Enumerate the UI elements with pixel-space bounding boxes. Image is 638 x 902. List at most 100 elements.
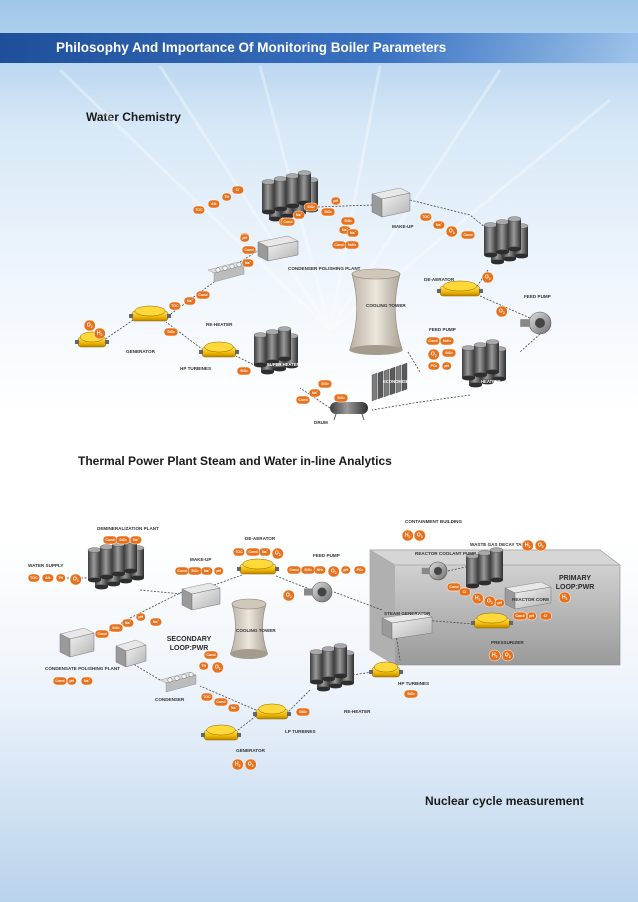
svg-text:Na+: Na+ xyxy=(187,299,194,303)
svg-text:Na+: Na+ xyxy=(204,569,211,573)
d1-label-feed-pump-top: FEED PUMP xyxy=(524,294,551,299)
d2-pressurizer xyxy=(471,612,513,629)
d2-equipment xyxy=(59,538,552,741)
svg-text:pH: pH xyxy=(69,679,74,683)
d2-badge-10: pH xyxy=(213,566,224,576)
d2-badge-19: pH xyxy=(340,565,351,575)
d2-label-make-up: MAKE-UP xyxy=(190,557,211,562)
svg-text:H2: H2 xyxy=(405,533,411,540)
d1-badge-16: pH xyxy=(239,233,250,243)
svg-text:pH: pH xyxy=(343,568,348,572)
svg-text:SiO2: SiO2 xyxy=(324,210,332,214)
svg-text:Cond: Cond xyxy=(97,632,106,636)
svg-text:Cond: Cond xyxy=(105,538,114,542)
svg-text:TH: TH xyxy=(58,576,63,580)
d2-label-lp-turbines: LP TURBINES xyxy=(285,729,316,734)
d1-label-economiser: ECONOMISER xyxy=(383,379,412,384)
d2-make-up-unit xyxy=(181,582,221,611)
svg-text:TOC: TOC xyxy=(195,208,203,212)
d2-badge-26: Cond xyxy=(446,582,462,592)
d1-label-heaters: HEATERS xyxy=(481,379,501,384)
svg-text:SiO2: SiO2 xyxy=(337,396,345,400)
svg-text:Cond: Cond xyxy=(248,550,257,554)
d2-badge-28: H2 xyxy=(471,592,484,605)
svg-text:SiO2: SiO2 xyxy=(167,330,175,334)
d2-label-primary-1: PRIMARY xyxy=(559,575,591,582)
d2-badge-30: pH xyxy=(494,598,505,608)
svg-text:SiO2: SiO2 xyxy=(445,351,453,355)
d1-badge-12: SiO2 xyxy=(340,216,356,226)
svg-text:SiO2: SiO2 xyxy=(321,382,329,386)
d2-line-pump-steamgen xyxy=(333,591,383,611)
d1-label-condenser-polishing: CONDENSER POLISHING PLANT xyxy=(288,266,361,271)
page-title: Philosophy And Importance Of Monitoring … xyxy=(56,40,447,55)
svg-text:pH: pH xyxy=(138,615,143,619)
d2-label-steam-gen: STEAM GENERATOR xyxy=(384,611,431,616)
svg-text:SiO2: SiO2 xyxy=(191,569,199,573)
d2-badge-17: NH3 xyxy=(313,565,326,575)
heading-water-chemistry: Water Chemistry xyxy=(86,110,181,124)
svg-text:H2: H2 xyxy=(492,653,498,660)
d2-de-aerator xyxy=(237,558,279,575)
svg-text:Na+: Na+ xyxy=(231,706,238,710)
svg-text:Cl-: Cl- xyxy=(463,590,468,594)
d1-make-up-unit xyxy=(371,187,411,218)
d2-label-reactor-core: REACTOR CORE xyxy=(512,597,549,602)
d1-badge-26: Na+ xyxy=(183,296,196,306)
d2-condensate-polishing-2 xyxy=(115,639,147,668)
d1-label-make-up: MAKE-UP xyxy=(392,224,413,229)
d1-badge-11: pH xyxy=(330,196,341,206)
d2-condenser-rack xyxy=(159,671,197,693)
svg-text:Cond: Cond xyxy=(463,233,472,237)
d1-feed-pump xyxy=(520,311,552,335)
svg-text:Na+: Na+ xyxy=(133,538,140,542)
d1-line-drum-superheaters xyxy=(299,387,331,409)
d2-label-primary-2: LOOP:PWR xyxy=(556,584,595,591)
svg-text:Alk: Alk xyxy=(45,576,51,580)
svg-text:Na+: Na+ xyxy=(350,231,357,235)
svg-text:O2: O2 xyxy=(505,653,511,660)
d2-badge-8: SiO2 xyxy=(187,566,203,576)
d1-badge-37: pH xyxy=(441,361,452,371)
svg-text:Cond: Cond xyxy=(216,700,225,704)
d2-badge-51: H2 xyxy=(488,649,501,662)
d2-badge-5: TH xyxy=(55,573,66,583)
svg-text:Na+: Na+ xyxy=(296,213,303,217)
svg-text:SiO2: SiO2 xyxy=(119,538,127,542)
svg-text:SiO2: SiO2 xyxy=(112,626,120,630)
d2-badge-45: Cond xyxy=(203,650,219,660)
d2-badge-31: H2 xyxy=(558,591,571,604)
d2-badge-9: Na+ xyxy=(200,566,213,576)
d2-label-hp-turbines: HP TURBINES xyxy=(398,681,429,686)
d1-label-drum: DRUM xyxy=(314,420,328,425)
d1-equipment xyxy=(75,170,552,421)
svg-text:Cl-: Cl- xyxy=(236,188,241,192)
d2-line-makeup-deaerator xyxy=(213,574,243,586)
d2-label-generator: GENERATOR xyxy=(236,748,266,753)
d2-badge-2: Na+ xyxy=(129,535,142,545)
d2-badge-39: Na+ xyxy=(149,617,162,627)
svg-text:TOC: TOC xyxy=(422,215,430,219)
d1-badge-9: SiO2 xyxy=(320,207,336,217)
d1-badge-20: Na+ xyxy=(432,220,445,230)
d1-parameter-badges: Cl-THAlkTOCSiO2CondpHNa+Na+SiO2CondpHSiO… xyxy=(83,185,508,405)
d2-badge-41: pH xyxy=(66,676,77,686)
d2-badge-37: Na+ xyxy=(121,618,134,628)
d2-reactor-core xyxy=(504,581,552,610)
d1-badge-1: TH xyxy=(221,192,232,202)
svg-text:Na+: Na+ xyxy=(312,391,319,395)
d1-badge-30: H2 xyxy=(93,327,106,340)
svg-text:O2: O2 xyxy=(485,275,491,282)
svg-text:Cond: Cond xyxy=(198,293,207,297)
svg-text:H2: H2 xyxy=(97,331,103,338)
d2-badge-32: Cond xyxy=(512,611,528,621)
svg-text:N2H4: N2H4 xyxy=(443,339,452,343)
d1-line-reheater-generator xyxy=(103,317,137,341)
svg-text:Na+: Na+ xyxy=(436,223,443,227)
d2-line-lp-condenser xyxy=(199,685,257,711)
svg-text:TOC: TOC xyxy=(203,695,211,699)
heading-nuclear-cycle: Nuclear cycle measurement xyxy=(425,794,584,808)
d2-badge-34: Cl- xyxy=(539,611,552,621)
svg-text:pH: pH xyxy=(333,199,338,203)
